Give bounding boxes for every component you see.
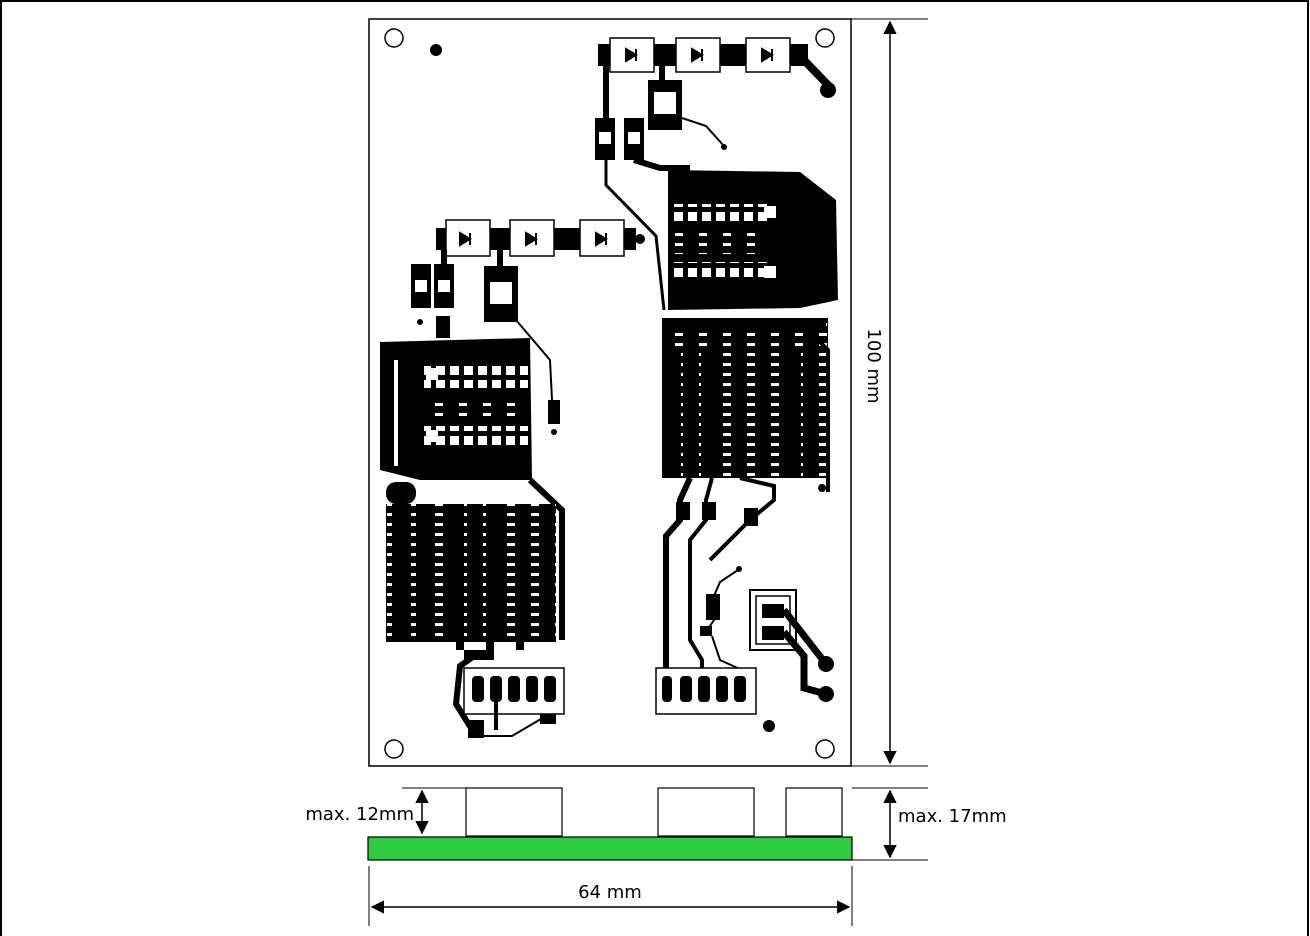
height-dimension: 100 mm xyxy=(851,18,928,767)
diode-row-left xyxy=(411,219,645,435)
pcb-top-view xyxy=(368,18,852,767)
pcb-side-view: max. 12mm max. 17mm 64 mm xyxy=(305,787,1007,926)
connector-left xyxy=(463,667,565,730)
mounting-hole xyxy=(815,739,835,759)
diode-row-upper xyxy=(595,37,836,311)
pcb-board-side xyxy=(367,836,853,861)
width-label: 64 mm xyxy=(578,882,642,903)
mounting-hole xyxy=(815,28,835,48)
left-height-label: max. 12mm xyxy=(305,804,414,825)
ic-block-right xyxy=(662,170,838,688)
component-profile xyxy=(657,787,755,837)
component-profile xyxy=(785,787,843,837)
right-height-label: max. 17mm xyxy=(898,806,1007,827)
mounting-hole xyxy=(384,28,404,48)
via xyxy=(763,720,775,732)
regulator xyxy=(749,589,834,702)
ic-block-left xyxy=(380,338,565,738)
connector-right xyxy=(655,667,757,715)
height-label: 100 mm xyxy=(863,328,884,403)
via xyxy=(430,44,442,56)
mounting-hole xyxy=(384,739,404,759)
component-profile xyxy=(465,787,563,837)
